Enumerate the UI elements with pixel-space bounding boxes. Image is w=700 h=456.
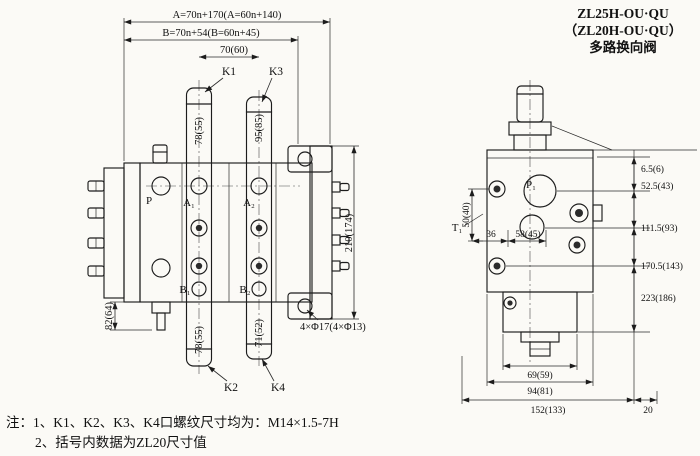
- model-name: ZL25H-OU·QU: [577, 6, 669, 21]
- valve-body: [139, 162, 313, 303]
- dim-152-label: 152(133): [531, 405, 566, 416]
- left-end-block: [87, 162, 141, 303]
- dim-69-label: 69(59): [527, 370, 552, 381]
- port-t1-label: T₁: [452, 222, 463, 234]
- spool-2: [245, 96, 273, 360]
- port-k1-label: K1: [222, 66, 236, 78]
- side-view: P₁ T₁ 50(40) 36 58(45) 6.5(6) 5: [452, 80, 697, 416]
- dim-78-top-label: 78(55): [194, 117, 205, 145]
- dim-78-bottom-label: 78(55): [194, 326, 205, 354]
- dim-20-label: 20: [643, 406, 653, 416]
- dim-a-label: A=70n+170(A=60n+140): [173, 10, 282, 21]
- dim-holes-label: 4×Φ17(4×Φ13): [300, 322, 366, 333]
- right-bolts: [331, 181, 350, 272]
- notes-block: 注：1、K1、K2、K3、K4口螺纹尺寸均为：M14×1.5-7H 2、括号内数…: [6, 413, 339, 454]
- dim-95-label: 95(85): [254, 114, 265, 142]
- drain-plug: [151, 301, 171, 331]
- dim-210-label: 210(174): [344, 213, 355, 252]
- dim-94-label: 94(81): [527, 386, 552, 397]
- dim-6-5-label: 6.5(6): [641, 164, 664, 175]
- top-bolt: [152, 144, 168, 164]
- note-line-1: 注：1、K1、K2、K3、K4口螺纹尺寸均为：M14×1.5-7H: [6, 415, 339, 430]
- port-k2-label: K2: [224, 382, 238, 394]
- port-k4-label: K4: [271, 382, 285, 394]
- mounting-plate: [287, 145, 333, 320]
- dim-223-label: 223(186): [641, 293, 676, 304]
- dim-111-5-label: 111.5(93): [641, 223, 678, 234]
- port-p1-label: P₁: [526, 179, 536, 191]
- port-b2-label: B₂: [239, 284, 250, 296]
- dim-170-5-label: 170.5(143): [641, 261, 683, 272]
- dim-36-label: 36: [486, 230, 496, 240]
- port-b1-label: B₁: [179, 284, 190, 296]
- side-body: [486, 85, 613, 357]
- dim-50-label: 50(40): [461, 202, 472, 227]
- port-k3-label: K3: [269, 66, 283, 78]
- port-a2-label: A₂: [243, 197, 255, 209]
- dim-71-label: 71(52): [254, 319, 265, 347]
- front-view: A=70n+170(A=60n+140) B=70n+54(B=60n+45) …: [87, 10, 366, 394]
- product-type: 多路换向阀: [589, 39, 657, 55]
- dim-82-label: 82(64): [104, 302, 115, 330]
- model-name-alt: （ZL20H-OU·QU）: [563, 22, 683, 38]
- port-p-label: P: [146, 195, 152, 207]
- spool-1: [185, 87, 213, 367]
- dim-52-5-label: 52.5(43): [641, 181, 673, 192]
- title-block: ZL25H-OU·QU （ZL20H-OU·QU） 多路换向阀: [544, 6, 700, 57]
- dim-70-label: 70(60): [220, 45, 248, 56]
- port-a1-label: A₁: [183, 197, 195, 209]
- dim-b-label: B=70n+54(B=60n+45): [162, 28, 260, 39]
- dim-58-label: 58(45): [515, 229, 540, 240]
- width-dimensions: [461, 294, 658, 404]
- note-line-2: 2、括号内数据为ZL20尺寸值: [35, 435, 207, 451]
- height-dimension-ladder: [506, 149, 697, 404]
